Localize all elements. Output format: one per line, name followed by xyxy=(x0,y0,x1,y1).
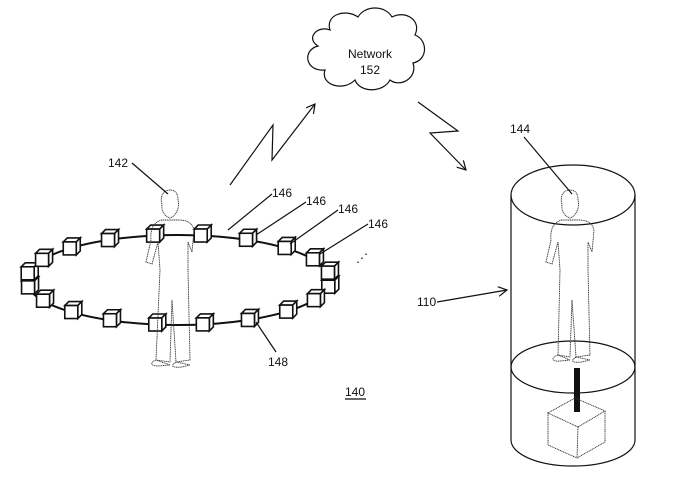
camera-cube xyxy=(305,287,327,309)
head-icon xyxy=(560,189,579,219)
camera-cube xyxy=(194,311,216,333)
camera-cube xyxy=(239,307,261,329)
label-142: 142 xyxy=(108,156,128,170)
body-outline xyxy=(545,219,595,358)
camera-cube xyxy=(192,223,214,244)
leader-144 xyxy=(523,136,573,195)
wireless-link-downlink xyxy=(417,101,466,170)
leader-146-d xyxy=(319,223,369,255)
label-146-a: 146 xyxy=(272,186,292,200)
wireless-link-uplink xyxy=(229,104,315,186)
body-outline xyxy=(145,219,195,363)
camera-cube xyxy=(61,235,83,257)
feet-outline xyxy=(552,354,591,363)
camera-cube xyxy=(276,235,298,257)
label-146-b: 146 xyxy=(306,194,326,208)
camera-cube xyxy=(304,246,326,268)
platform xyxy=(510,340,636,394)
network-label: Network xyxy=(348,47,393,61)
camera-cube xyxy=(33,247,55,269)
camera-cube xyxy=(34,288,56,310)
person-display xyxy=(545,189,595,363)
label-140: 140 xyxy=(345,385,365,399)
person-capture xyxy=(145,189,195,368)
camera-cube xyxy=(277,299,299,321)
display-cylinder xyxy=(510,164,636,467)
label-146-c: 146 xyxy=(338,202,358,216)
camera-cube xyxy=(146,312,168,333)
network-cloud: Network 152 xyxy=(307,7,426,91)
camera-cube xyxy=(319,260,341,282)
motor-box xyxy=(547,397,606,459)
camera-cube xyxy=(101,307,123,329)
platform-shaft xyxy=(574,368,580,412)
feet-outline xyxy=(151,359,191,368)
ellipsis-more-cameras: ⋰ xyxy=(356,251,368,265)
label-148: 148 xyxy=(268,355,288,369)
camera-array xyxy=(19,223,341,333)
leader-146-b xyxy=(255,201,307,236)
camera-cube xyxy=(62,299,84,321)
leader-142 xyxy=(131,162,169,195)
label-144: 144 xyxy=(510,122,530,136)
cloud-outline xyxy=(307,7,426,91)
camera-cube xyxy=(144,223,166,245)
leader-146-a xyxy=(227,193,273,231)
leader-110 xyxy=(436,290,507,303)
label-146-d: 146 xyxy=(368,217,388,231)
camera-cube xyxy=(99,227,121,249)
leader-148 xyxy=(255,321,277,353)
leader-146-c xyxy=(289,209,339,245)
label-110: 110 xyxy=(417,295,436,309)
head-icon xyxy=(160,189,179,219)
network-number: 152 xyxy=(360,63,380,77)
camera-cube xyxy=(237,227,259,249)
cylinder-bottom xyxy=(510,439,636,467)
